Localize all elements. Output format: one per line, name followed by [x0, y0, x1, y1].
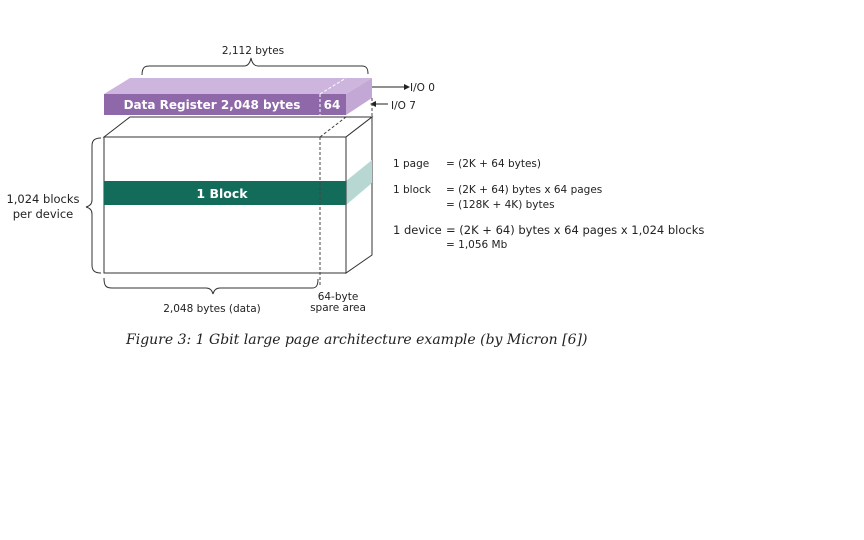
spare-area-label-line1: 64-byte	[318, 291, 359, 303]
io-7-label: I/O 7	[391, 100, 416, 112]
block-term: 1 block	[393, 184, 432, 196]
data-register-front-face	[104, 94, 346, 115]
block-band	[104, 181, 346, 205]
data-register-label: Data Register 2,048 bytes	[124, 98, 301, 112]
data-register-top-face	[104, 78, 372, 94]
data-register: Data Register 2,048 bytes 64	[104, 77, 372, 115]
io-0-label: I/O 0	[410, 82, 435, 94]
total-bytes-label: 2,112 bytes	[222, 45, 284, 57]
capacity-equations: 1 page = (2K + 64 bytes) 1 block = (2K +…	[393, 158, 704, 251]
page-equation: = (2K + 64 bytes)	[446, 158, 541, 170]
figure-caption: Figure 3: 1 Gbit large page architecture…	[125, 332, 587, 348]
data-register-spare-label: 64	[324, 98, 341, 112]
data-register-side-face	[346, 78, 372, 115]
total-bytes-brace: 2,112 bytes	[141, 45, 369, 76]
blocks-label-line2: per device	[13, 207, 74, 221]
device-top-face	[102, 116, 374, 138]
device-equation-line2: = 1,056 Mb	[446, 239, 508, 251]
data-bytes-brace: 2,048 bytes (data)	[103, 277, 319, 315]
blocks-label-line1: 1,024 blocks	[6, 192, 79, 206]
spare-area-label-line2: spare area	[310, 302, 366, 314]
block-equation-line2: = (128K + 4K) bytes	[446, 199, 555, 211]
blocks-brace: 1,024 blocks per device	[6, 137, 102, 274]
page-term: 1 page	[393, 158, 429, 170]
block-side-face	[346, 160, 372, 205]
data-register-spare-top-divider	[319, 77, 347, 95]
device-block-array: 1 Block	[102, 98, 374, 286]
block-equation-line1: = (2K + 64) bytes x 64 pages	[446, 184, 602, 196]
device-term: 1 device	[393, 223, 442, 237]
io-arrows: I/O 0 I/O 7	[370, 82, 435, 112]
device-equation-line1: = (2K + 64) bytes x 64 pages x 1,024 blo…	[446, 223, 704, 237]
block-label: 1 Block	[196, 186, 248, 201]
spare-area-top-divider	[319, 116, 347, 138]
spare-area-annotation: 64-byte spare area	[310, 291, 366, 314]
data-bytes-label: 2,048 bytes (data)	[163, 303, 261, 315]
